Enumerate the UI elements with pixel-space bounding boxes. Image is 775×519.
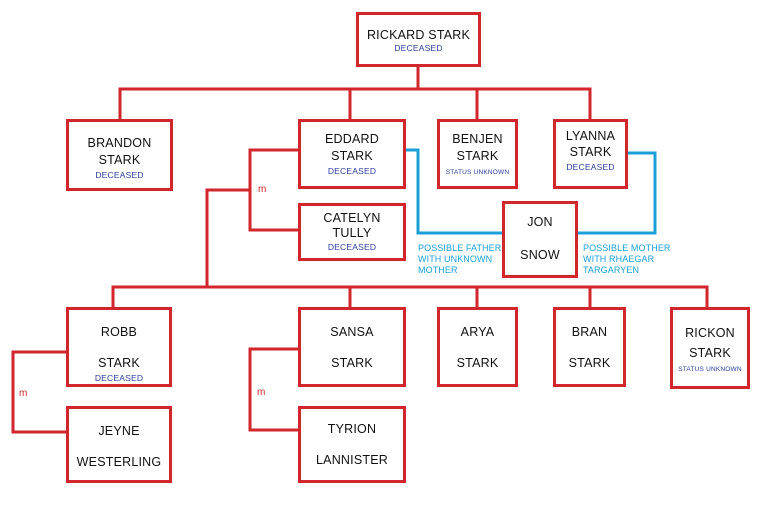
person-jeyne-westerling[interactable]: JEYNE WESTERLING (66, 406, 172, 483)
person-bran-stark[interactable]: BRAN STARK (553, 307, 626, 387)
marriage-label-eddard-catelyn: m (258, 184, 267, 195)
status-label: DECEASED (394, 43, 443, 53)
person-robb-stark[interactable]: ROBB STARK DECEASED (66, 307, 172, 387)
person-first-name: LYANNA (565, 129, 616, 143)
person-first-name: RICKON (685, 326, 735, 340)
person-last-name: STARK (568, 356, 611, 370)
person-first-name: BRAN (571, 325, 608, 339)
person-first-name: JON (527, 215, 553, 229)
person-last-name: TULLY (332, 226, 372, 240)
marriage-label-robb-jeyne: m (19, 388, 28, 399)
possible-mother-line (576, 151, 657, 235)
person-arya-stark[interactable]: ARYA STARK (437, 307, 518, 387)
person-lyanna-stark[interactable]: LYANNA STARK DECEASED (553, 119, 628, 189)
person-last-name: STARK (569, 145, 612, 159)
person-last-name: STARK (331, 356, 373, 370)
person-last-name: LANNISTER (316, 453, 388, 467)
person-last-name: SNOW (520, 248, 560, 262)
person-first-name: TYRION (327, 422, 377, 436)
person-sansa-stark[interactable]: SANSA STARK (298, 307, 406, 387)
person-last-name: STARK (689, 346, 731, 360)
person-tyrion-lannister[interactable]: TYRION LANNISTER (298, 406, 406, 483)
rickard-children-line (118, 65, 592, 121)
person-first-name: ROBB (100, 325, 138, 339)
person-first-name: EDDARD (325, 132, 379, 146)
stark-children-line (111, 188, 709, 309)
person-rickard-stark[interactable]: RICKARD STARK DECEASED (356, 12, 481, 67)
marriage-label-sansa-tyrion: m (257, 387, 266, 398)
person-first-name: BRANDON (87, 136, 152, 150)
person-benjen-stark[interactable]: BENJEN STARK STATUS UNKNOWN (437, 119, 518, 189)
status-label: DECEASED (327, 242, 377, 252)
person-first-name: BENJEN (452, 132, 503, 146)
person-name: RICKARD STARK (366, 28, 471, 42)
robb-jeyne-marriage-line (11, 350, 68, 434)
person-last-name: STARK (456, 356, 499, 370)
person-first-name: SANSA (330, 325, 374, 339)
possible-father-note: POSSIBLE FATHER WITH UNKNOWN MOTHER (418, 243, 502, 275)
person-catelyn-tully[interactable]: CATELYN TULLY DECEASED (298, 203, 406, 261)
person-rickon-stark[interactable]: RICKON STARK STATUS UNKNOWN (670, 307, 750, 389)
status-label: DECEASED (327, 166, 377, 176)
person-jon-snow[interactable]: JON SNOW (502, 201, 578, 278)
status-label: DECEASED (95, 170, 144, 180)
possible-mother-note: POSSIBLE MOTHER WITH RHAEGAR TARGARYEN (583, 243, 671, 275)
status-label: STATUS UNKNOWN (678, 366, 742, 373)
person-brandon-stark[interactable]: BRANDON STARK DECEASED (66, 119, 173, 191)
person-eddard-stark[interactable]: EDDARD STARK DECEASED (298, 119, 406, 189)
person-first-name: JEYNE (98, 424, 140, 438)
possible-father-line (404, 148, 504, 235)
person-last-name: STARK (456, 149, 499, 163)
person-first-name: CATELYN (323, 211, 381, 225)
person-last-name: STARK (98, 356, 140, 370)
status-label: DECEASED (94, 373, 144, 383)
status-label: STATUS UNKNOWN (445, 169, 510, 176)
sansa-tyrion-marriage-line (248, 347, 300, 432)
person-last-name: WESTERLING (76, 455, 162, 469)
person-first-name: ARYA (460, 325, 495, 339)
status-label: DECEASED (566, 162, 615, 172)
person-last-name: STARK (98, 153, 141, 167)
person-last-name: STARK (331, 149, 373, 163)
